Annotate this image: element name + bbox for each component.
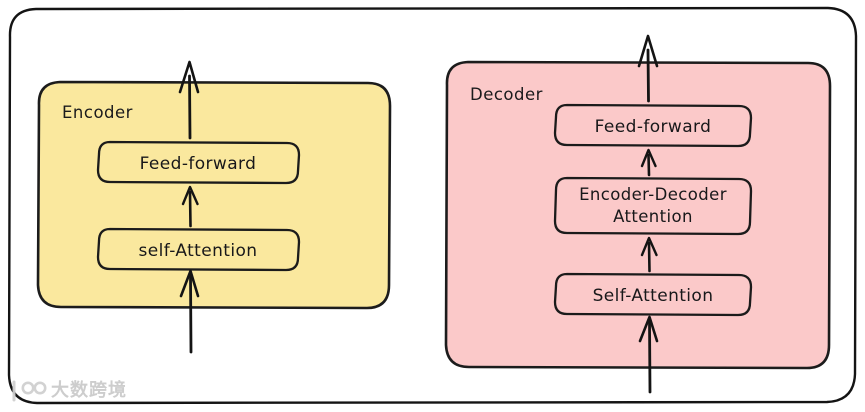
encoder-self-attention-label: self-Attention: [139, 241, 258, 261]
watermark-logo-circle-right: [33, 381, 47, 395]
decoder-self-attention-label: Self-Attention: [593, 286, 714, 306]
decoder-self-attention-to-cross-attention-arrow: [640, 236, 658, 273]
encoder-feed-forward-label: Feed-forward: [140, 154, 257, 174]
decoder-input-arrow: [638, 315, 659, 394]
decoder-panel[interactable]: Decoder: [444, 60, 832, 370]
decoder-encoder-decoder-attention-block[interactable]: Encoder-Decoder Attention: [553, 176, 753, 236]
encoder-panel[interactable]: Encoder: [36, 80, 392, 310]
watermark-text: 大数跨境: [51, 379, 127, 401]
encoder-input-arrow: [179, 269, 200, 354]
decoder-output-arrow: [637, 34, 659, 103]
decoder-feed-forward-block[interactable]: Feed-forward: [553, 103, 753, 148]
encoder-feed-forward-block[interactable]: Feed-forward: [96, 140, 301, 185]
decoder-feed-forward-label: Feed-forward: [595, 117, 712, 137]
encoder-self-attention-to-feed-forward-arrow: [181, 185, 199, 228]
decoder-encoder-decoder-attention-label-line2: Attention: [613, 207, 693, 226]
decoder-encoder-decoder-attention-label-line1: Encoder-Decoder: [579, 185, 727, 204]
watermark-logo-circle-left: [21, 381, 35, 395]
encoder-self-attention-block[interactable]: self-Attention: [96, 227, 301, 272]
encoder-output-arrow: [178, 60, 200, 140]
decoder-panel-title: Decoder: [470, 85, 543, 104]
decoder-cross-attention-to-feed-forward-arrow: [640, 148, 657, 177]
encoder-panel-title: Encoder: [62, 103, 133, 122]
watermark: 大数跨境: [12, 379, 127, 402]
decoder-self-attention-block[interactable]: Self-Attention: [553, 272, 753, 317]
